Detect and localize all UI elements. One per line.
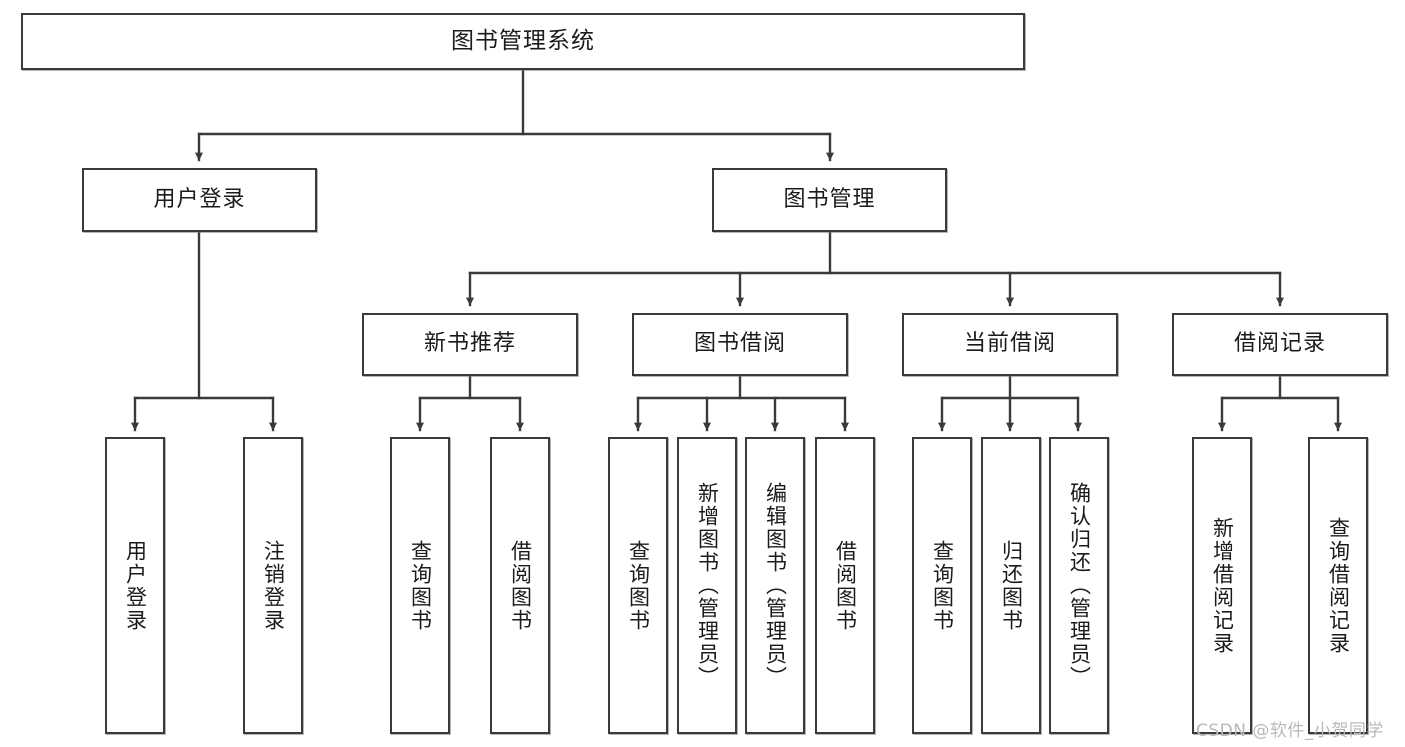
leaf-current-borrow-confirm-return[interactable]: 确认归还（管理员） (1049, 437, 1109, 734)
node-new-book-recommend[interactable]: 新书推荐 (362, 313, 578, 376)
leaf-current-borrow-query-book[interactable]: 查询图书 (912, 437, 972, 734)
node-root-label: 图书管理系统 (451, 27, 595, 54)
leaf-label: 新增图书（管理员） (695, 482, 720, 689)
node-user-login[interactable]: 用户登录 (82, 168, 317, 232)
node-user-login-label: 用户登录 (153, 186, 246, 212)
node-borrow-record-label: 借阅记录 (1233, 331, 1326, 357)
leaf-borrow-record-query-record[interactable]: 查询借阅记录 (1308, 437, 1368, 734)
node-current-borrow-label: 当前借阅 (963, 331, 1056, 357)
leaf-label: 查询图书 (626, 539, 651, 632)
leaf-borrow-record-add-record[interactable]: 新增借阅记录 (1192, 437, 1252, 734)
leaf-book-borrow-borrow-book[interactable]: 借阅图书 (815, 437, 875, 734)
leaf-label: 查询借阅记录 (1326, 516, 1351, 655)
leaf-label: 注销登录 (261, 539, 286, 632)
leaf-label: 借阅图书 (833, 539, 858, 632)
leaf-label: 编辑图书（管理员） (763, 482, 788, 689)
node-new-book-recommend-label: 新书推荐 (423, 331, 516, 357)
leaf-new-book-query-book[interactable]: 查询图书 (390, 437, 450, 734)
leaf-user-login-logout[interactable]: 注销登录 (243, 437, 303, 734)
leaf-user-login-login[interactable]: 用户登录 (105, 437, 165, 734)
node-current-borrow[interactable]: 当前借阅 (902, 313, 1118, 376)
leaf-label: 新增借阅记录 (1210, 516, 1235, 655)
node-book-management-label: 图书管理 (783, 186, 876, 212)
leaf-new-book-borrow-book[interactable]: 借阅图书 (490, 437, 550, 734)
leaf-label: 用户登录 (123, 539, 148, 632)
node-borrow-record[interactable]: 借阅记录 (1172, 313, 1388, 376)
node-book-borrow[interactable]: 图书借阅 (632, 313, 848, 376)
leaf-current-borrow-return-book[interactable]: 归还图书 (981, 437, 1041, 734)
node-root-library-system[interactable]: 图书管理系统 (21, 13, 1025, 70)
leaf-label: 查询图书 (930, 539, 955, 632)
node-book-borrow-label: 图书借阅 (693, 331, 786, 357)
csdn-watermark: CSDN @软件_小贺同学 (1196, 721, 1384, 741)
leaf-book-borrow-query-book[interactable]: 查询图书 (608, 437, 668, 734)
leaf-label: 归还图书 (999, 539, 1024, 632)
leaf-label: 借阅图书 (508, 539, 533, 632)
leaf-book-borrow-edit-book[interactable]: 编辑图书（管理员） (745, 437, 805, 734)
leaf-book-borrow-add-book[interactable]: 新增图书（管理员） (677, 437, 737, 734)
node-book-management[interactable]: 图书管理 (712, 168, 947, 232)
leaf-label: 确认归还（管理员） (1067, 482, 1092, 689)
leaf-label: 查询图书 (408, 539, 433, 632)
